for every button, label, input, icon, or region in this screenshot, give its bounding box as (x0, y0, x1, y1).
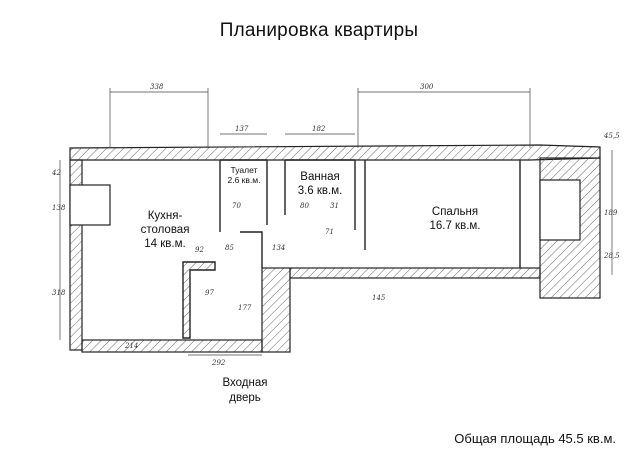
bathroom-area: 3.6 кв.м. (297, 185, 343, 197)
dim-338: 338 (150, 83, 164, 91)
dim-85: 85 (225, 244, 234, 252)
room-toilet: Туалет 2.6 кв.м. (222, 165, 266, 185)
dim-137: 137 (235, 125, 249, 133)
entrance-door-label: Входная дверь (205, 376, 285, 406)
room-kitchen: Кухня- столовая 14 кв.м. (130, 209, 200, 251)
dim-45-5: 45,5 (603, 132, 620, 140)
entrance-line-2: дверь (229, 392, 261, 404)
walls (69, 144, 601, 353)
bedroom-area: 16.7 кв.м. (429, 220, 481, 232)
dim-145: 145 (372, 294, 386, 302)
bedroom-name: Спальня (431, 206, 479, 218)
dim-31: 31 (330, 202, 339, 210)
dim-292: 292 (211, 359, 226, 367)
plan-title: Планировка квартиры (219, 20, 419, 41)
dim-214: 214 (124, 342, 138, 350)
dim-80: 80 (300, 202, 309, 210)
kitchen-name-1: Кухня- (147, 210, 183, 222)
dim-70: 70 (232, 202, 241, 210)
top-wall (69, 144, 601, 161)
dim-138: 138 (52, 204, 66, 212)
dim-42: 42 (51, 169, 61, 177)
dim-318: 318 (52, 289, 66, 297)
dim-134: 134 (272, 244, 285, 252)
dim-71: 71 (325, 228, 334, 236)
left-window (69, 184, 111, 226)
bedroom-bottom-wall (289, 267, 541, 279)
dimension-text: 338 300 137 182 42 138 318 45,5 189 28,5… (51, 83, 620, 367)
partitions (182, 159, 521, 339)
bathroom-name: Ванная (300, 171, 340, 183)
room-bedroom: Спальня 16.7 кв.м. (410, 205, 500, 233)
dimension-lines (59, 88, 613, 356)
bottom-wall-left (81, 339, 263, 353)
toilet-name: Туалет (230, 165, 258, 175)
kitchen-area: 14 кв.м. (144, 238, 186, 250)
dim-92: 92 (195, 246, 204, 254)
toilet-area: 2.6 кв.м. (227, 175, 261, 185)
dim-28-5: 28,5 (603, 252, 620, 260)
dim-182: 182 (312, 125, 326, 133)
kitchen-name-2: столовая (140, 224, 190, 236)
total-area: Общая площадь 45.5 кв.м. (454, 431, 616, 446)
dim-189: 189 (604, 209, 618, 217)
right-window (539, 179, 581, 241)
dim-97: 97 (205, 289, 214, 297)
dim-300: 300 (420, 83, 434, 91)
corridor-wall (261, 267, 291, 353)
door-swing (261, 340, 272, 353)
entrance-line-1: Входная (222, 377, 268, 389)
dim-177: 177 (238, 304, 252, 312)
room-bathroom: Ванная 3.6 кв.м. (285, 170, 355, 198)
